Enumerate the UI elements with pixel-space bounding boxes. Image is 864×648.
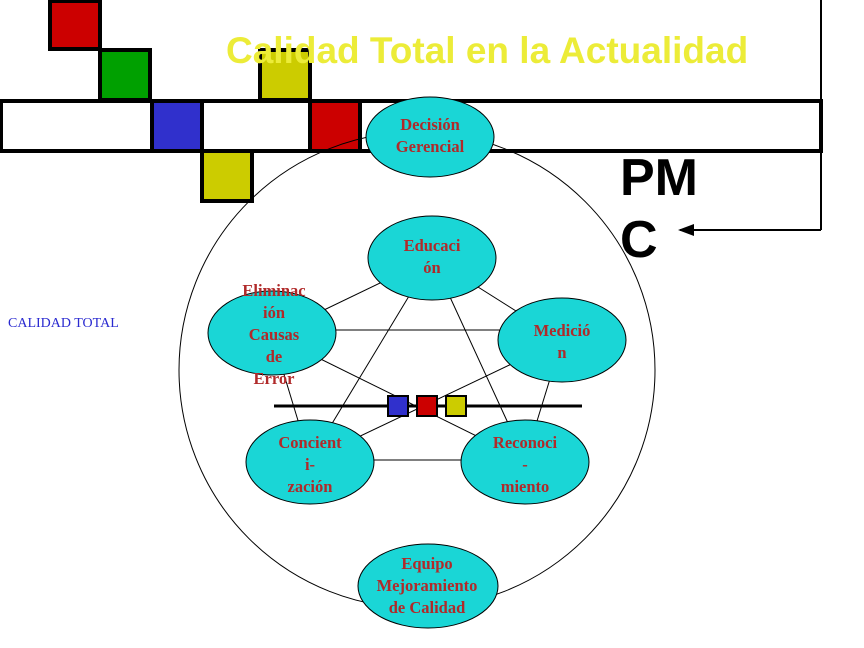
deco-square-yellow-bottom: [200, 149, 254, 203]
center-square-red: [416, 395, 438, 417]
node-decision-gerencial: [365, 96, 495, 178]
node-label-line: i-: [304, 455, 316, 474]
node-label-reconocimiento: Reconoci - miento: [465, 432, 585, 498]
node-label-medicion: Medició n: [502, 320, 622, 364]
node-label-line: n: [557, 343, 567, 362]
node-label-line: ión: [262, 303, 285, 322]
node-label-line: Concient: [278, 433, 342, 452]
node-label-educacion: Educaci ón: [372, 235, 492, 279]
node-label-line: ón: [423, 258, 441, 277]
node-reconocimiento: [460, 419, 590, 505]
node-label-line: Error: [253, 369, 295, 388]
node-label-line: de Calidad: [388, 598, 466, 617]
feedback-arrowhead: [678, 224, 694, 236]
node-label-line: miento: [500, 477, 550, 496]
node-label-line: Decisión: [400, 115, 460, 134]
node-label-line: Causas: [248, 325, 300, 344]
node-equipo: [357, 543, 499, 629]
node-label-line: zación: [287, 477, 333, 496]
node-concientizacion: [245, 419, 375, 505]
node-label-line: Educaci: [403, 236, 461, 255]
node-medicion: [497, 297, 627, 383]
node-label-line: de: [265, 347, 283, 366]
node-label-line: Mejoramiento: [376, 576, 478, 595]
deco-square-blue: [150, 99, 204, 153]
node-label-line: -: [522, 455, 528, 474]
page-title: Calidad Total en la Actualidad: [226, 30, 749, 71]
node-label-line: Eliminac: [242, 281, 306, 300]
deco-square-green: [98, 48, 152, 102]
side-label: CALIDAD TOTAL: [8, 316, 119, 331]
center-square-blue: [387, 395, 409, 417]
node-label-decision: Decisión Gerencial: [370, 114, 490, 158]
deco-square-yellow-top: [258, 48, 312, 102]
node-label-line: Gerencial: [395, 137, 465, 156]
node-label-line: Medició: [533, 321, 591, 340]
node-label-eliminacion: Eliminac ión Causas de Error: [214, 280, 334, 390]
pmc-line-2: C: [620, 211, 658, 269]
deco-square-red-top: [48, 0, 102, 51]
pmc-line-1: PM: [620, 149, 698, 207]
center-square-yellow: [445, 395, 467, 417]
node-label-equipo: Equipo Mejoramiento de Calidad: [352, 553, 502, 619]
deco-square-red-bar: [308, 99, 362, 153]
node-label-concientizacion: Concient i- zación: [250, 432, 370, 498]
node-eliminacion: [207, 290, 337, 376]
node-label-line: Equipo: [401, 554, 453, 573]
node-educacion: [367, 215, 497, 301]
node-label-line: Reconoci: [492, 433, 558, 452]
